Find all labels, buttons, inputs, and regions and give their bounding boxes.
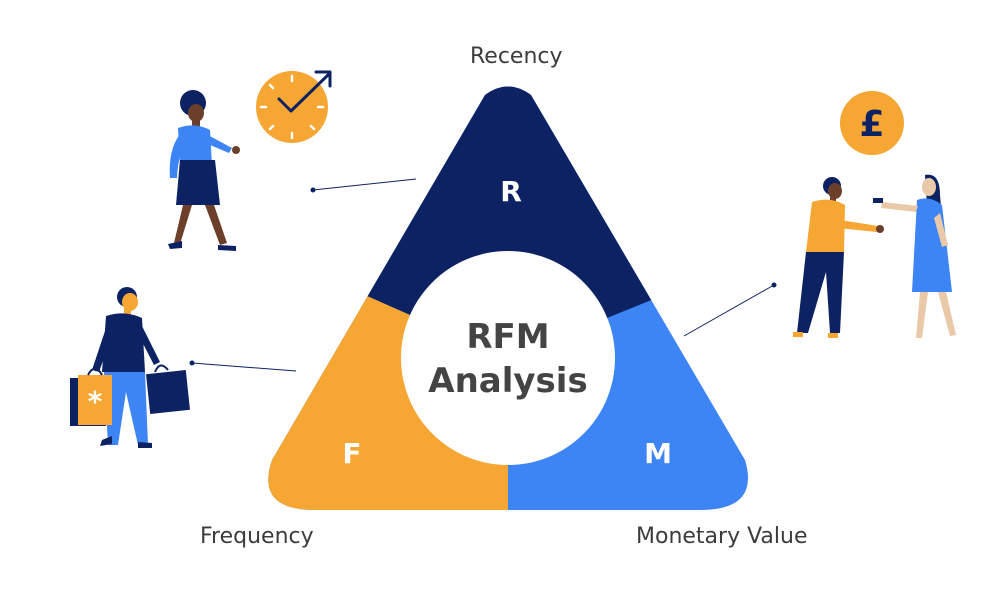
connector-recency: [312, 178, 417, 191]
pound-coin-icon: £: [840, 91, 904, 155]
payment-couple-illustration: [793, 174, 956, 338]
recency-label: Recency: [470, 44, 563, 69]
segment-m-letter: M: [644, 437, 672, 470]
walking-woman-illustration: [168, 90, 240, 251]
connector-frequency: [191, 362, 297, 372]
clock-icon: [256, 70, 332, 143]
monetary-value-label: Monetary Value: [636, 524, 808, 549]
svg-text:*: *: [88, 385, 103, 418]
center-title-line1: RFM: [466, 317, 549, 357]
pound-symbol: £: [859, 104, 884, 145]
segment-r-letter: R: [500, 175, 522, 208]
connector-monetary: [683, 284, 775, 337]
shopping-man-illustration: *: [70, 287, 190, 448]
segment-f-letter: F: [342, 437, 361, 470]
frequency-label: Frequency: [200, 524, 314, 549]
connector-lines: [189, 178, 777, 372]
center-circle: [401, 251, 615, 465]
center-title-line2: Analysis: [428, 361, 587, 401]
